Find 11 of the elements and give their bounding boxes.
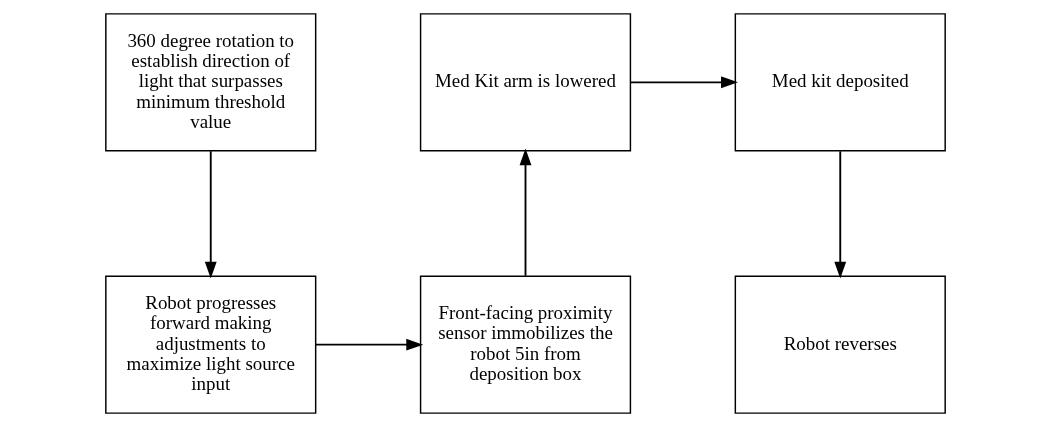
- arrow: [834, 150, 847, 279]
- node-box: Med kit deposited: [734, 13, 946, 152]
- node-box: 360 degree rotation to establish direction of light that surpasses minimum threshold value: [105, 13, 317, 152]
- arrow: [204, 150, 217, 279]
- arrow: [315, 338, 424, 351]
- node-box: Robot progresses forward making adjustments to maximize light source input: [105, 275, 317, 414]
- arrow: [519, 148, 532, 277]
- node-box: Front-facing proximity sensor immobilizes the robot 5in from deposition box: [419, 275, 632, 414]
- node-box: Med Kit arm is lowered: [419, 13, 632, 152]
- node-box: Robot reverses: [734, 275, 946, 414]
- arrow: [629, 76, 738, 89]
